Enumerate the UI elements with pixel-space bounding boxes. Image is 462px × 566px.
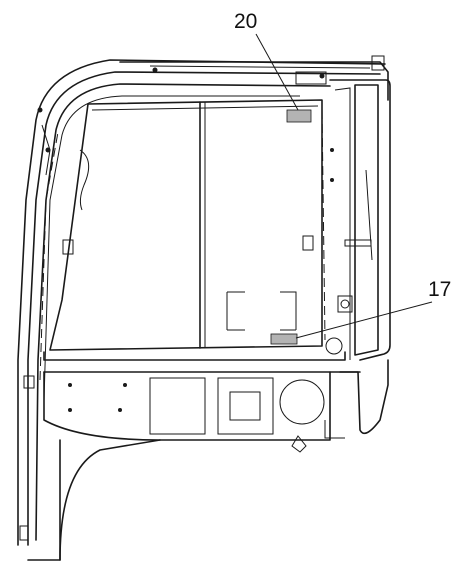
- label-marker-17: [270, 333, 298, 345]
- window-panels: [49, 99, 326, 351]
- lower-body-frame: [27, 351, 389, 561]
- callout-number-20: 20: [234, 10, 257, 33]
- pillar-details: [19, 107, 90, 541]
- cab-outer-frame: [17, 55, 389, 546]
- leader-line-20: [255, 33, 299, 111]
- callout-number-17: 17: [428, 278, 451, 301]
- leader-line-17: [295, 301, 433, 339]
- rear-post-and-side-panel: [325, 79, 391, 361]
- label-marker-20: [286, 109, 312, 123]
